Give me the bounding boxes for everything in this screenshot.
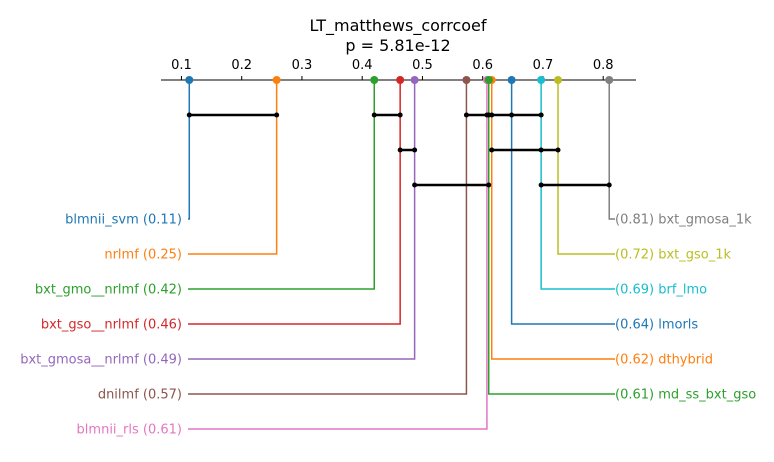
clique-point xyxy=(486,182,492,188)
clique-point xyxy=(412,182,418,188)
method-marker xyxy=(605,76,614,84)
method-label: bxt_gmo__nrlmf (0.42) xyxy=(35,283,182,298)
tick-label: 0.2 xyxy=(231,58,252,73)
method-marker xyxy=(272,76,281,84)
clique-point xyxy=(509,112,515,118)
clique-point xyxy=(538,147,544,153)
tick-label: 0.1 xyxy=(171,58,192,73)
tick-label: 0.4 xyxy=(352,58,373,73)
chart-title: LT_matthews_corrcoef xyxy=(310,16,487,36)
method-label: (0.69) brf_lmo xyxy=(615,283,707,298)
tick-label: 0.8 xyxy=(593,58,614,73)
clique-point xyxy=(397,112,403,118)
clique-point xyxy=(538,182,544,188)
method-marker xyxy=(185,76,194,84)
clique-point xyxy=(397,147,403,153)
method-line xyxy=(188,80,191,220)
method-marker xyxy=(554,76,563,84)
clique-point xyxy=(274,112,280,118)
method-marker xyxy=(484,76,493,84)
method-marker xyxy=(396,76,405,84)
chart-subtitle: p = 5.81e-12 xyxy=(345,36,450,55)
method-label: bxt_gso__nrlmf (0.46) xyxy=(41,318,182,333)
clique-point xyxy=(463,112,469,118)
method-labels: blmnii_svm (0.11) nrlmf (0.25) bxt_gmo__nr… xyxy=(20,213,756,438)
method-label: (0.72) bxt_gso_1k xyxy=(615,248,732,263)
method-label: (0.81) bxt_gmosa_1k xyxy=(615,213,752,228)
method-marker xyxy=(370,76,379,84)
tick-label: 0.3 xyxy=(292,58,313,73)
method-line xyxy=(188,80,416,360)
method-line xyxy=(188,80,278,255)
clique-point xyxy=(606,182,612,188)
method-label: (0.62) dthybrid xyxy=(615,353,713,368)
method-line xyxy=(608,80,615,220)
method-label: blmnii_svm (0.11) xyxy=(65,213,182,228)
axis-markers xyxy=(185,76,614,84)
clique-point xyxy=(489,147,495,153)
tick-label: 0.5 xyxy=(412,58,433,73)
method-line xyxy=(188,80,488,430)
method-line xyxy=(510,80,615,325)
method-line xyxy=(490,80,615,360)
method-label: nrlmf (0.25) xyxy=(104,248,182,263)
clique-point xyxy=(371,112,377,118)
method-marker xyxy=(462,76,471,84)
method-label: (0.64) lmorls xyxy=(615,318,698,333)
clique-point xyxy=(186,112,192,118)
tick-label: 0.6 xyxy=(472,58,493,73)
method-label: dnilmf (0.57) xyxy=(98,388,182,403)
method-label: bxt_gmosa__nrlmf (0.49) xyxy=(20,353,182,368)
method-marker xyxy=(537,76,546,84)
clique-bars xyxy=(186,112,612,188)
method-lines xyxy=(188,80,615,430)
tick-label: 0.7 xyxy=(533,58,554,73)
clique-point xyxy=(489,112,495,118)
method-line xyxy=(188,80,468,395)
method-marker xyxy=(507,76,516,84)
method-line xyxy=(557,80,615,255)
clique-point xyxy=(555,147,561,153)
axis-ticks: 0.1 0.2 0.3 0.4 0.5 0.6 0.7 0.8 xyxy=(171,58,614,80)
clique-point xyxy=(538,112,544,118)
method-line xyxy=(188,80,401,325)
method-label: blmnii_rls (0.61) xyxy=(77,423,182,438)
method-label: (0.61) md_ss_bxt_gso xyxy=(615,388,756,403)
method-line xyxy=(188,80,375,290)
method-marker xyxy=(410,76,419,84)
method-line xyxy=(487,80,615,395)
clique-point xyxy=(412,147,418,153)
